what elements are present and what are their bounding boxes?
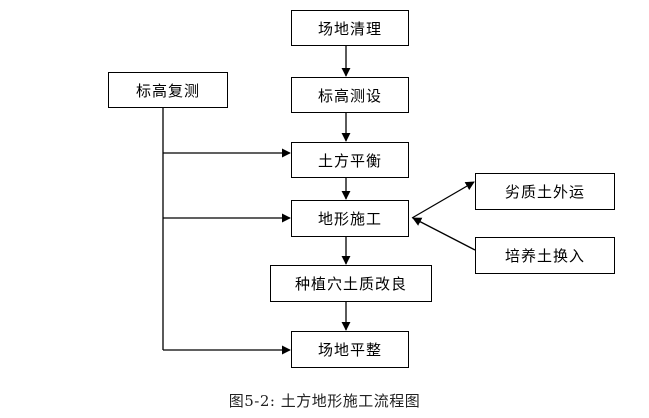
node-poor-soil-removal: 劣质土外运	[475, 173, 615, 210]
node-site-leveling: 场地平整	[291, 331, 409, 368]
node-elevation-recheck: 标高复测	[108, 72, 228, 108]
node-terrain-construction: 地形施工	[291, 200, 409, 237]
arrow-terrain-to-poor-soil	[411, 181, 475, 219]
figure-caption: 图5-2: 土方地形施工流程图	[228, 392, 421, 410]
node-earthwork-balance: 土方平衡	[291, 142, 409, 178]
node-elevation-stakeout: 标高测设	[291, 77, 409, 113]
node-site-clearing: 场地清理	[291, 10, 409, 46]
arrow-replacement-to-terrain	[412, 217, 476, 251]
node-topsoil-replacement: 培养土换入	[475, 237, 615, 274]
node-planting-pit-soil-improvement: 种植穴土质改良	[270, 265, 432, 302]
